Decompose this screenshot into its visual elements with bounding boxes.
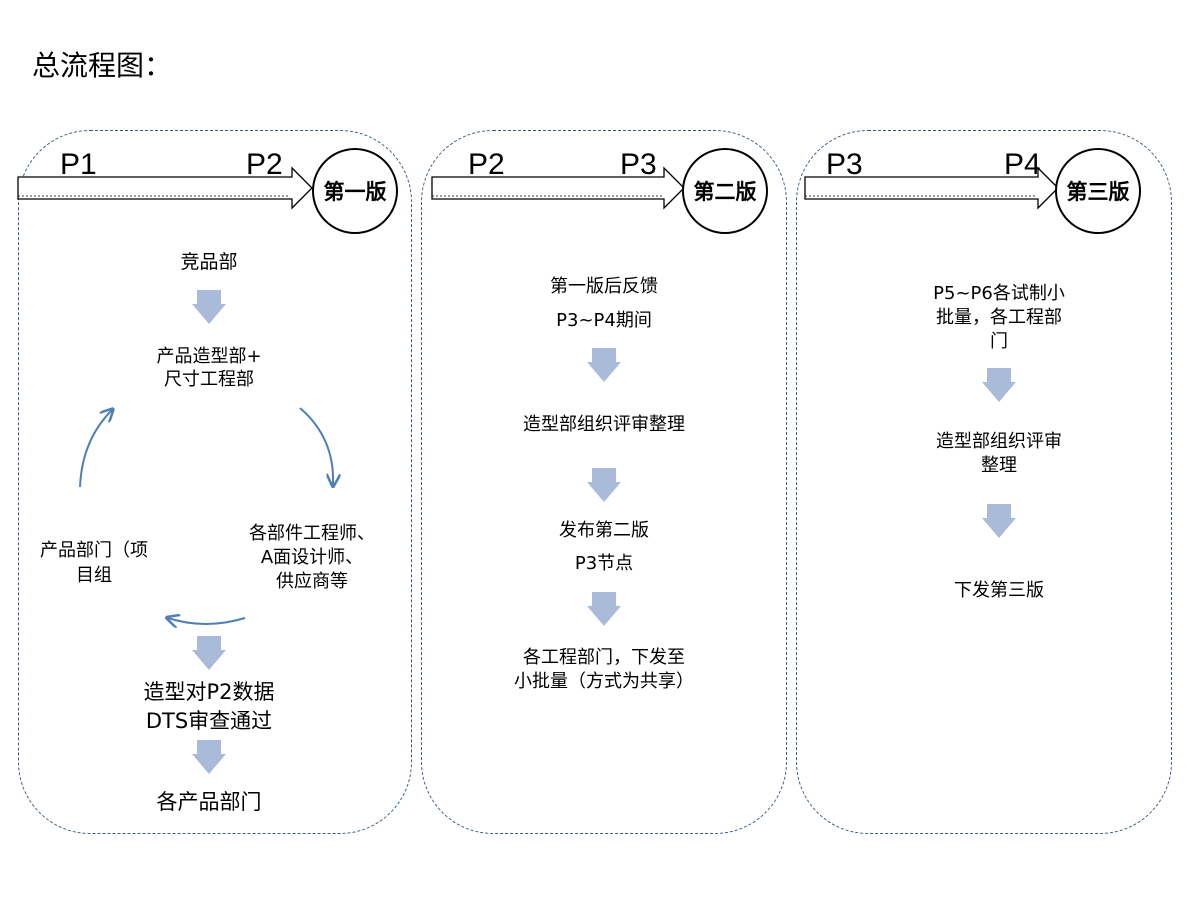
panel-phase-2	[421, 130, 787, 834]
step-engineers: 各部件工程师、 A面设计师、 供应商等	[249, 523, 375, 592]
phase-start-label: P3	[826, 148, 863, 181]
step-review: 造型部组织评审整理	[523, 414, 685, 435]
phase-end-label: P3	[620, 148, 657, 181]
version-label: 第二版	[693, 180, 757, 204]
step-feedback: 第一版后反馈	[550, 276, 658, 297]
step-review: 造型部组织评审 整理	[936, 431, 1062, 476]
version-circle: 第三版	[1055, 148, 1141, 234]
step-release: 发布第二版	[559, 520, 649, 541]
step-distribute: 各工程部门，下发至 小批量（方式为共享）	[514, 647, 694, 692]
phase-start-label: P1	[60, 148, 97, 181]
phase-end-label: P4	[1004, 148, 1041, 181]
step-trial: P5~P6各试制小 批量，各工程部 门	[933, 283, 1065, 352]
step-styling-dept: 产品造型部+ 尺寸工程部	[156, 346, 262, 390]
phase-start-label: P2	[468, 148, 505, 181]
step-dts-review: 造型对P2数据 DTS审查通过	[143, 680, 275, 733]
page-title: 总流程图：	[32, 49, 173, 82]
panel-phase-3	[796, 130, 1172, 834]
version-circle: 第一版	[312, 148, 398, 234]
step-node: P3节点	[574, 553, 634, 574]
step-release: 下发第三版	[954, 580, 1044, 601]
step-competitor-dept: 竞品部	[180, 251, 238, 273]
step-product-dept: 产品部门（项 目组	[40, 540, 148, 586]
step-all-product-depts: 各产品部门	[156, 790, 262, 814]
version-label: 第一版	[323, 180, 387, 204]
version-label: 第三版	[1066, 180, 1130, 204]
phase-end-label: P2	[246, 148, 283, 181]
panel-phase-1	[18, 130, 412, 834]
version-circle: 第二版	[682, 148, 768, 234]
step-period: P3~P4期间	[556, 310, 652, 331]
